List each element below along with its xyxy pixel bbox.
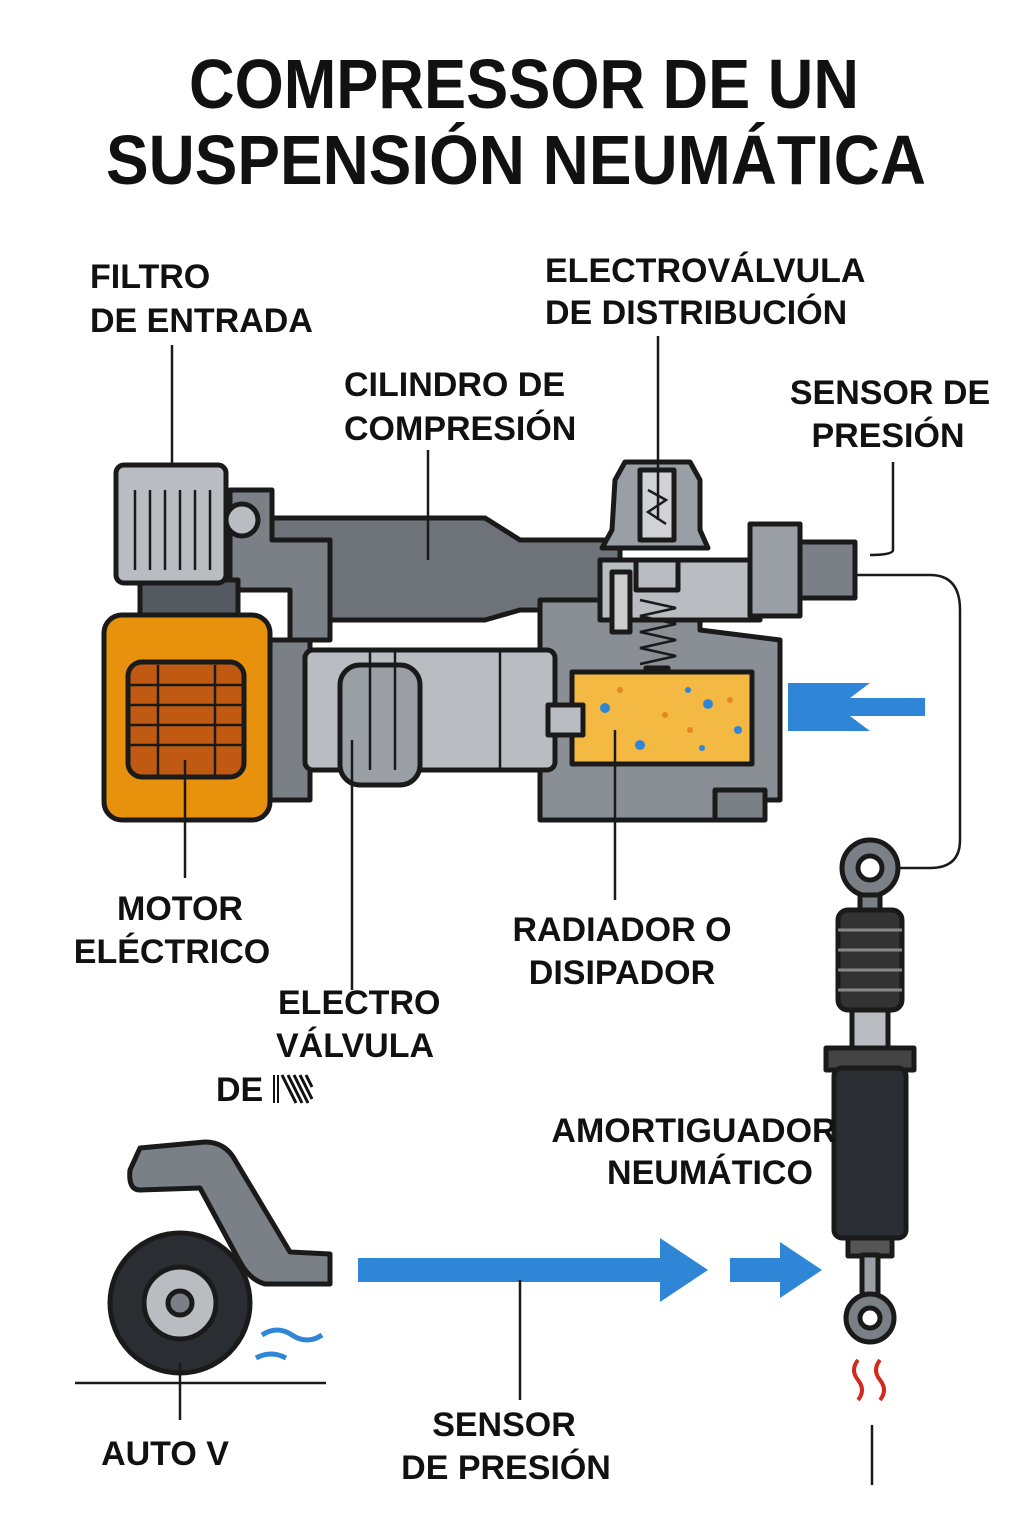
flow-arrow-1 [358,1238,708,1302]
title-line-1: COMPRESSOR DE UN [189,45,859,123]
flow-arrow-2 [730,1242,822,1298]
hatched-block-icon [272,1074,314,1104]
label-auto: AUTO V [101,1435,229,1473]
radiator [569,669,755,767]
title-line-2: SUSPENSIÓN NEUMÁTICA [106,121,926,199]
air-flow-arrow [788,683,925,731]
air-shock-absorber [823,837,917,1485]
air-hose [855,573,962,870]
car-wheel [75,1139,333,1385]
compressor-body [101,459,858,823]
heat-icon [852,1358,886,1402]
